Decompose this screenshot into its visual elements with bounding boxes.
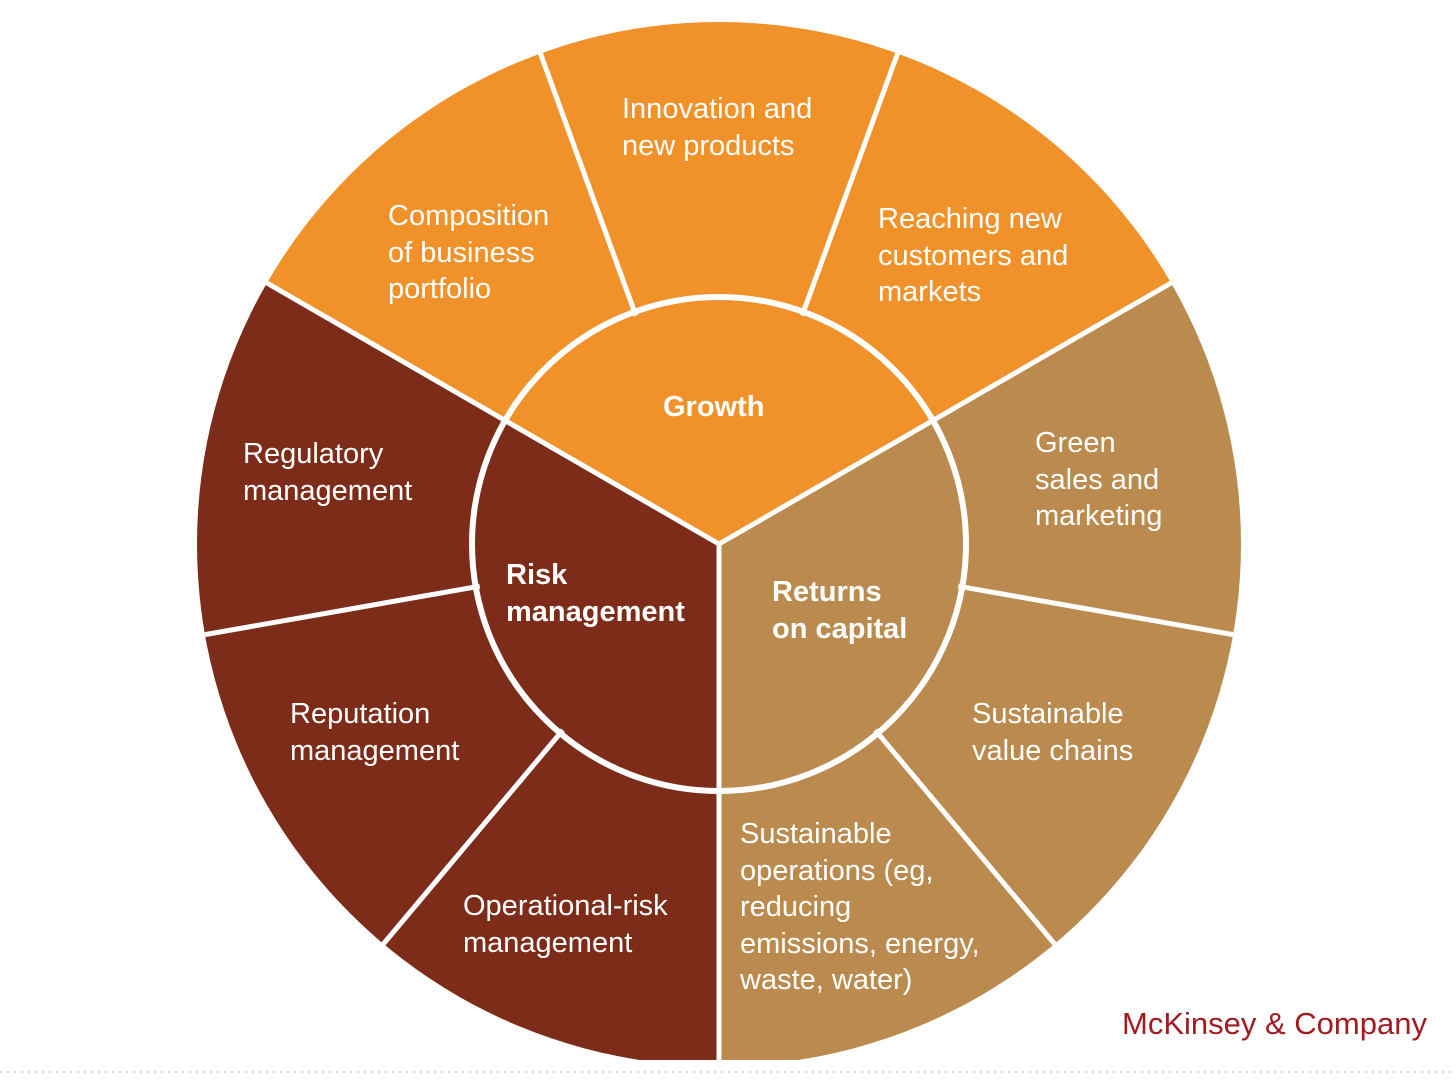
segment-label-sustainable-operations: Sustainable operations (eg, reducing emi… [740,818,980,996]
segment-divider [873,728,1057,946]
bottom-dotted-border [0,1071,1456,1073]
sector-label-returns-on-capital: Returns on capital [772,576,908,645]
segment-label-green-sales-and-marketing: Green sales and marketing [1035,427,1163,532]
segment-divider [204,583,481,638]
segment-label-composition-of-business-portfolio: Composition of business portfolio [388,200,550,305]
sector-label-growth: Growth [663,391,765,423]
sector-wedge-risk-management [197,283,719,1060]
segment-divider [957,583,1234,638]
segment-label-reputation-management: Reputation management [290,698,460,767]
sector-label-risk-management: Risk management [506,559,685,628]
segment-label-regulatory-management: Regulatory management [243,438,413,507]
inner-circle-outline [469,294,969,794]
sector-wedge-returns-on-capital [719,283,1241,1060]
segment-label-reaching-new-customers-and-markets: Reaching new customers and markets [878,203,1069,308]
segment-divider [799,52,900,317]
segment-divider [538,52,639,317]
segment-label-innovation-and-new-products: Innovation and new products [622,93,813,162]
brand-wordmark: McKinsey & Company [1122,1006,1427,1041]
sector-divider [717,280,1173,547]
segment-divider [381,728,565,946]
segment-label-operational-risk-management: Operational-risk management [463,890,668,959]
segment-label-sustainable-value-chains: Sustainable value chains [972,698,1134,767]
sector-divider [265,280,721,547]
